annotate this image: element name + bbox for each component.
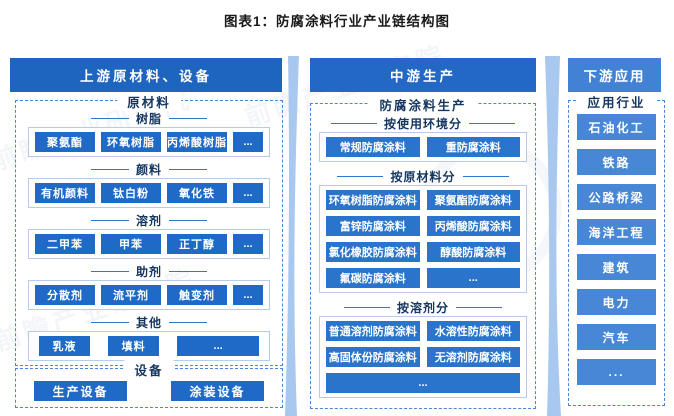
group-other: 其他 乳液 填料 ...	[16, 315, 282, 361]
item-box: 建筑	[577, 254, 656, 280]
downstream-header: 下游应用	[568, 58, 661, 92]
item-box: 电力	[577, 289, 656, 315]
group-label: 按原材料分	[390, 169, 456, 184]
item-box: 分散剂	[35, 285, 95, 305]
group-label: 溶剂	[135, 213, 162, 228]
item-box: 环氧树脂防腐涂料	[326, 190, 420, 210]
item-box: 丙烯酸防腐涂料	[426, 216, 520, 236]
label-line	[330, 122, 377, 124]
group-label: 按溶剂分	[396, 300, 449, 315]
section-label: 防腐涂料生产	[369, 95, 477, 114]
group-box: 普通溶剂防腐涂料 水溶性防腐涂料 高固体份防腐涂料 无溶剂防腐涂料 ...	[319, 316, 527, 398]
item-box: 触变剂	[167, 285, 227, 305]
midstream-header: 中游生产	[310, 58, 536, 92]
column-separator-stripe	[285, 56, 299, 416]
group-box: 乳液 填料 ...	[28, 331, 270, 361]
item-box-ellipsis: ...	[233, 132, 263, 152]
item-box: 丙烯酸树脂	[167, 132, 227, 152]
item-box: 流平剂	[101, 285, 161, 305]
label-line	[90, 321, 129, 323]
label-line	[456, 306, 502, 308]
item-box: 涂装设备	[171, 381, 264, 401]
item-box: 甲苯	[101, 234, 161, 254]
item-box: 普通溶剂防腐涂料	[326, 321, 420, 341]
upstream-header: 上游原材料、设备	[10, 58, 282, 92]
group-label: 颜料	[135, 162, 162, 177]
item-box: 二甲苯	[35, 234, 95, 254]
group-label: 按使用环境分	[383, 116, 462, 131]
page-title: 图表1：防腐涂料行业产业链结构图	[223, 14, 450, 29]
label-line	[343, 306, 390, 308]
item-box: 海洋工程	[577, 219, 656, 245]
item-box: 正丁醇	[167, 234, 227, 254]
item-box: 聚氨酯	[35, 132, 95, 152]
group-by-solvent: 按溶剂分 普通溶剂防腐涂料 水溶性防腐涂料 高固体份防腐涂料 无溶剂防腐涂料 .…	[311, 300, 535, 398]
raw-materials-section: 原材料 树脂 聚氨酯 环氧树脂 丙烯酸树脂 ... 颜料 有机颜料 钛白粉 氧化…	[15, 92, 283, 366]
group-box: 生产设备 涂装设备	[34, 381, 264, 401]
label-line	[169, 117, 207, 119]
section-label: 原材料	[117, 92, 181, 111]
label-line	[169, 321, 207, 323]
item-box: 无溶剂防腐涂料	[426, 347, 520, 367]
item-box-ellipsis: ...	[233, 183, 263, 203]
item-box: 汽车	[577, 324, 656, 350]
group-pigment: 颜料 有机颜料 钛白粉 氧化铁 ...	[16, 162, 282, 208]
group-box: 有机颜料 钛白粉 氧化铁 ...	[28, 178, 270, 208]
label-line	[169, 168, 207, 170]
column-separator-stripe	[545, 56, 561, 416]
item-box: 水溶性防腐涂料	[426, 321, 520, 341]
item-box: 环氧树脂	[101, 132, 161, 152]
group-box: 常规防腐涂料 重防腐涂料	[319, 132, 527, 162]
coating-production-section: 防腐涂料生产 按使用环境分 常规防腐涂料 重防腐涂料 按原材料分 环氧树脂防腐涂…	[310, 95, 536, 409]
equipment-section: 设备 生产设备 涂装设备	[15, 360, 283, 408]
group-label: 树脂	[135, 111, 162, 126]
item-box-ellipsis: ...	[233, 285, 263, 305]
item-box-ellipsis: ...	[577, 359, 656, 385]
group-box: 二甲苯 甲苯 正丁醇 ...	[28, 229, 270, 259]
label-line	[169, 270, 207, 272]
item-box: 公路桥梁	[577, 184, 656, 210]
section-label: 设备	[124, 360, 174, 379]
item-box-ellipsis: ...	[177, 336, 259, 356]
label-line	[90, 168, 129, 170]
item-box: 常规防腐涂料	[326, 137, 420, 157]
group-by-environment: 按使用环境分 常规防腐涂料 重防腐涂料	[311, 116, 535, 162]
group-additive: 助剂 分散剂 流平剂 触变剂 ...	[16, 264, 282, 310]
item-box: 高固体份防腐涂料	[326, 347, 420, 367]
item-box-ellipsis: ...	[233, 234, 263, 254]
item-box: 钛白粉	[101, 183, 161, 203]
item-box: 富锌防腐涂料	[326, 216, 420, 236]
label-line	[469, 122, 515, 124]
group-label: 助剂	[135, 264, 162, 279]
item-box: 有机颜料	[35, 183, 95, 203]
group-resin: 树脂 聚氨酯 环氧树脂 丙烯酸树脂 ...	[16, 111, 282, 157]
group-label: 其他	[135, 315, 162, 330]
item-box-ellipsis: ...	[326, 373, 520, 393]
label-line	[90, 117, 129, 119]
item-box: 聚氨酯防腐涂料	[426, 190, 520, 210]
item-box: 乳液	[39, 336, 91, 356]
application-industries-section: 应用行业 石油化工 铁路 公路桥梁 海洋工程 建筑 电力 汽车 ...	[568, 92, 665, 406]
group-box: 分散剂 流平剂 触变剂 ...	[28, 280, 270, 310]
label-line	[90, 270, 129, 272]
item-box: 氧化铁	[167, 183, 227, 203]
item-box: 铁路	[577, 149, 656, 175]
section-label: 应用行业	[577, 92, 656, 111]
item-box: 醇酸防腐涂料	[426, 242, 520, 262]
item-box: 石油化工	[577, 114, 656, 140]
label-line	[462, 175, 509, 177]
label-line	[90, 219, 129, 221]
item-box: 氯化橡胶防腐涂料	[326, 242, 420, 262]
item-box: 填料	[108, 336, 160, 356]
group-by-raw-material: 按原材料分 环氧树脂防腐涂料 聚氨酯防腐涂料 富锌防腐涂料 丙烯酸防腐涂料 氯化…	[311, 169, 535, 293]
label-line	[337, 175, 384, 177]
group-box: 聚氨酯 环氧树脂 丙烯酸树脂 ...	[28, 127, 270, 157]
group-box: 环氧树脂防腐涂料 聚氨酯防腐涂料 富锌防腐涂料 丙烯酸防腐涂料 氯化橡胶防腐涂料…	[319, 185, 527, 293]
item-box: 重防腐涂料	[426, 137, 520, 157]
item-box: 生产设备	[34, 381, 127, 401]
group-solvent: 溶剂 二甲苯 甲苯 正丁醇 ...	[16, 213, 282, 259]
item-box-ellipsis: ...	[426, 268, 520, 288]
label-line	[169, 219, 207, 221]
item-box: 氟碳防腐涂料	[326, 268, 420, 288]
